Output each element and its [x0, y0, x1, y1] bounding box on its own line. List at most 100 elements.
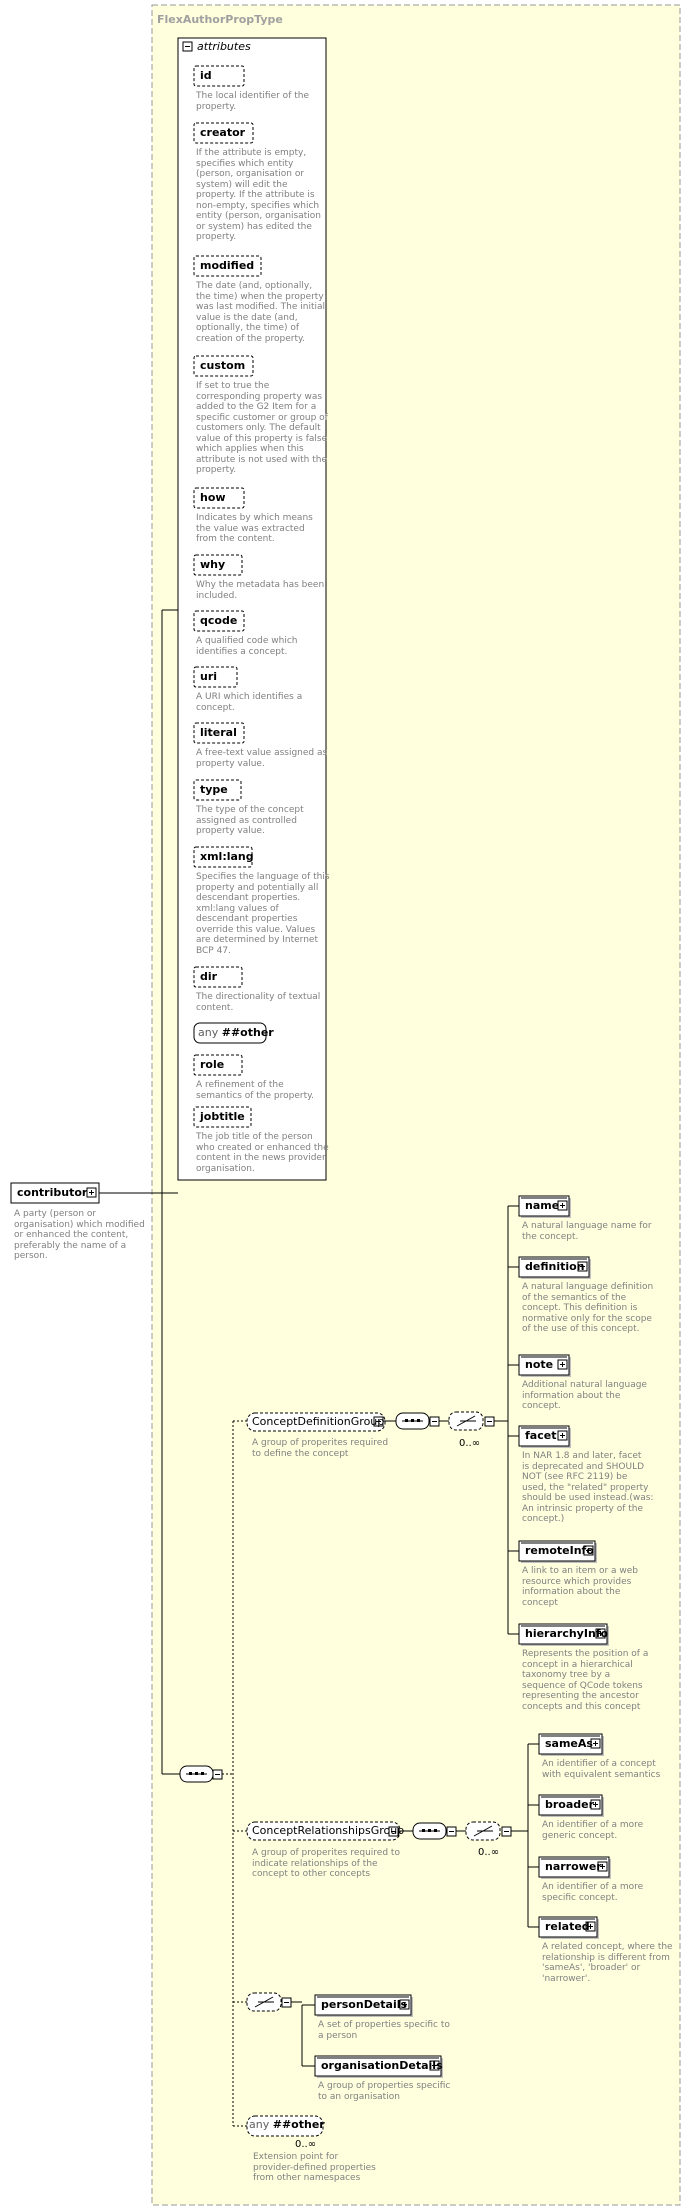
attribute-custom-description: If set to true the corresponding propert…	[196, 381, 328, 475]
remoteInfo-description: A link to an item or a web resource whic…	[522, 1566, 639, 1608]
attribute-box-uri	[193, 666, 238, 688]
attribute-why-label[interactable]: why	[200, 558, 226, 571]
attributes-header: attributes	[197, 40, 251, 53]
element-box-remoteInfo	[518, 1540, 596, 1562]
sequence-dot	[434, 1829, 437, 1832]
attribute-qcode-label[interactable]: qcode	[200, 614, 238, 627]
attribute-qcode-description: A qualified code which identifies a conc…	[196, 636, 298, 657]
any-attribute-box	[193, 1022, 267, 1044]
name-label[interactable]: name	[525, 1199, 560, 1212]
personDetails-description: A set of properties specific to a person	[318, 2020, 450, 2041]
facet-description: In NAR 1.8 and later, facet is deprecate…	[522, 1451, 654, 1524]
type-title: FlexAuthorPropType	[157, 13, 283, 26]
root-element-label[interactable]: contributor	[17, 1186, 88, 1199]
organisationDetails-description: A group of properties specific to an org…	[318, 2081, 451, 2102]
any-element-value: ##other	[272, 2118, 325, 2131]
attribute-type-label[interactable]: type	[200, 783, 228, 796]
element-box-organisationDetails	[314, 2055, 442, 2077]
attribute-creator-label[interactable]: creator	[200, 126, 246, 139]
attribute-literal-description: A free-text value assigned as property v…	[196, 748, 328, 769]
sameAs-label[interactable]: sameAs	[545, 1737, 593, 1750]
definition-label[interactable]: definition	[525, 1260, 585, 1273]
any-element-box	[246, 2115, 324, 2137]
attribute-box-qcode	[193, 610, 245, 632]
element-box-personDetails	[314, 1994, 412, 2016]
broader-description: An identifier of a more generic concept.	[542, 1820, 644, 1841]
any-attribute-prefix: any	[198, 1026, 219, 1039]
attribute-custom-label[interactable]: custom	[200, 359, 246, 372]
element-box-note	[518, 1354, 570, 1376]
definition-description: A natural language definition of the sem…	[522, 1282, 654, 1334]
attribute-box-how	[193, 487, 245, 509]
attribute-creator-description: If the attribute is empty, specifies whi…	[196, 148, 321, 242]
attribute-xml-lang-label[interactable]: xml:lang	[200, 850, 254, 863]
name-description: A natural language name for the concept.	[522, 1221, 652, 1242]
element-box-facet	[518, 1425, 570, 1447]
sequence-dot	[422, 1829, 425, 1832]
element-box-hierarchyInfo	[518, 1623, 608, 1645]
attribute-box-why	[193, 554, 243, 576]
hierarchyInfo-label[interactable]: hierarchyInfo	[525, 1627, 609, 1640]
organisationDetails-label[interactable]: organisationDetails	[321, 2059, 443, 2072]
concept-definition-group-box	[246, 1412, 386, 1432]
narrower-label[interactable]: narrower	[545, 1860, 602, 1873]
attribute-id-description: The local identifier of the property.	[196, 91, 309, 112]
sequence-dot	[411, 1419, 414, 1422]
any-element-prefix: any	[249, 2118, 270, 2131]
attribute-dir-label[interactable]: dir	[200, 970, 218, 983]
element-box-related	[538, 1916, 598, 1938]
attribute-modified-label[interactable]: modified	[200, 259, 255, 272]
facet-label[interactable]: facet	[525, 1429, 557, 1442]
remoteInfo-label[interactable]: remoteInfo	[525, 1544, 594, 1557]
attribute-role-label[interactable]: role	[200, 1058, 225, 1071]
concept-relationships-group-description: A group of properites required to indica…	[252, 1848, 400, 1879]
personDetails-label[interactable]: personDetails	[321, 1998, 408, 2011]
attribute-literal-label[interactable]: literal	[200, 726, 237, 739]
attribute-box-creator	[193, 122, 254, 144]
root-element-description: A party (person or organisation) which m…	[14, 1209, 145, 1261]
element-box-narrower	[538, 1856, 610, 1878]
note-label[interactable]: note	[525, 1358, 554, 1371]
attribute-uri-description: A URI which identifies a concept.	[196, 692, 303, 713]
any-element[interactable]: any ##other	[249, 2118, 325, 2132]
attribute-box-xml:lang	[193, 846, 253, 868]
hierarchyInfo-description: Represents the position of a concept in …	[522, 1649, 649, 1712]
sequence-dot	[417, 1419, 420, 1422]
attribute-box-type	[193, 779, 242, 801]
attribute-box-modified	[193, 255, 262, 277]
concept-definition-occurrence: 0..∞	[459, 1438, 481, 1449]
attribute-id-label[interactable]: id	[200, 69, 212, 82]
narrower-description: An identifier of a more specific concept…	[542, 1882, 644, 1903]
element-box-definition	[518, 1256, 590, 1278]
attribute-box-literal	[193, 722, 245, 744]
sameAs-description: An identifier of a concept with equivale…	[542, 1759, 661, 1780]
any-element-occurrence: 0..∞	[295, 2139, 317, 2150]
element-box-broader	[538, 1794, 603, 1816]
concept-relationships-group-label[interactable]: ConceptRelationshipsGroup	[252, 1824, 405, 1837]
attribute-modified-description: The date (and, optionally, the time) whe…	[196, 281, 325, 344]
broader-label[interactable]: broader	[545, 1798, 595, 1811]
sequence-dot	[189, 1772, 192, 1775]
any-attribute-value: ##other	[221, 1026, 274, 1039]
concept-definition-group-label[interactable]: ConceptDefinitionGroup	[252, 1415, 385, 1428]
attribute-uri-label[interactable]: uri	[200, 670, 218, 683]
any-attribute[interactable]: any ##other	[198, 1026, 274, 1040]
note-description: Additional natural language information …	[522, 1380, 647, 1411]
attribute-how-label[interactable]: how	[200, 491, 226, 504]
element-box-name	[518, 1195, 570, 1217]
attribute-why-description: Why the metadata has been included.	[196, 580, 325, 601]
attribute-jobtitle-description: The job title of the person who created …	[196, 1132, 329, 1174]
attribute-dir-description: The directionality of textual content.	[196, 992, 321, 1013]
attribute-jobtitle-label[interactable]: jobtitle	[200, 1110, 245, 1123]
related-label[interactable]: related	[545, 1920, 590, 1933]
element-box-sameAs	[538, 1733, 603, 1755]
concept-relationships-occurrence: 0..∞	[478, 1847, 500, 1858]
sequence-dot	[195, 1772, 198, 1775]
attribute-type-description: The type of the concept assigned as cont…	[196, 805, 304, 836]
concept-definition-group-description: A group of properites required to define…	[252, 1438, 389, 1459]
related-description: A related concept, where the relationshi…	[542, 1942, 673, 1984]
attribute-box-dir	[193, 966, 243, 988]
attribute-box-jobtitle	[193, 1106, 252, 1128]
